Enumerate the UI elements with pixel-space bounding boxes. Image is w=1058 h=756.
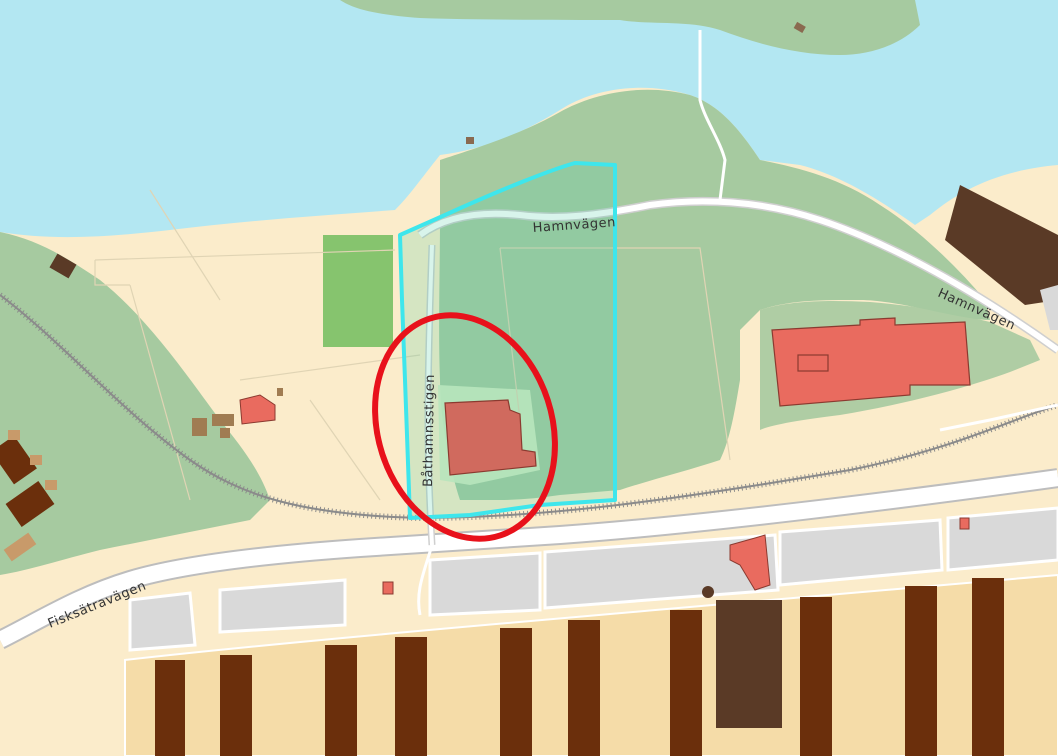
building-red-road <box>729 534 771 591</box>
forest-island-north <box>340 0 920 55</box>
parking-lots <box>128 506 1058 652</box>
road-fisksatravagen[interactable] <box>0 470 1058 648</box>
parking-northeast <box>1040 285 1058 330</box>
forest-central <box>439 89 991 500</box>
forest-west <box>0 232 270 575</box>
building-large-east <box>771 317 971 407</box>
sheds-west <box>3 430 57 562</box>
small-buildings-west <box>49 21 806 438</box>
path-south <box>417 544 434 616</box>
building-dark-south <box>716 600 782 728</box>
red-circle-marker[interactable] <box>347 292 583 563</box>
building-large-east-inner <box>797 354 829 372</box>
building-dark-northeast <box>945 185 1058 305</box>
road-hamnvagen[interactable] <box>418 198 1058 353</box>
path-east <box>939 403 1058 432</box>
building-red-small-east <box>959 517 970 530</box>
building-red-small-west <box>382 581 394 595</box>
terrace-houses <box>155 578 1004 756</box>
label-hamnvagen-1: Hamnvägen <box>532 215 616 236</box>
path-north <box>698 30 727 201</box>
building-highlighted[interactable] <box>444 399 537 476</box>
water-bay <box>0 0 1058 238</box>
houses-west <box>0 435 55 527</box>
label-bathamnsstigen: Båthamnsstigen <box>421 374 438 487</box>
sports-field <box>323 235 393 347</box>
footpaths <box>94 189 731 501</box>
building-kiosk <box>702 586 714 598</box>
path-bathamnsstigen[interactable] <box>425 244 434 546</box>
